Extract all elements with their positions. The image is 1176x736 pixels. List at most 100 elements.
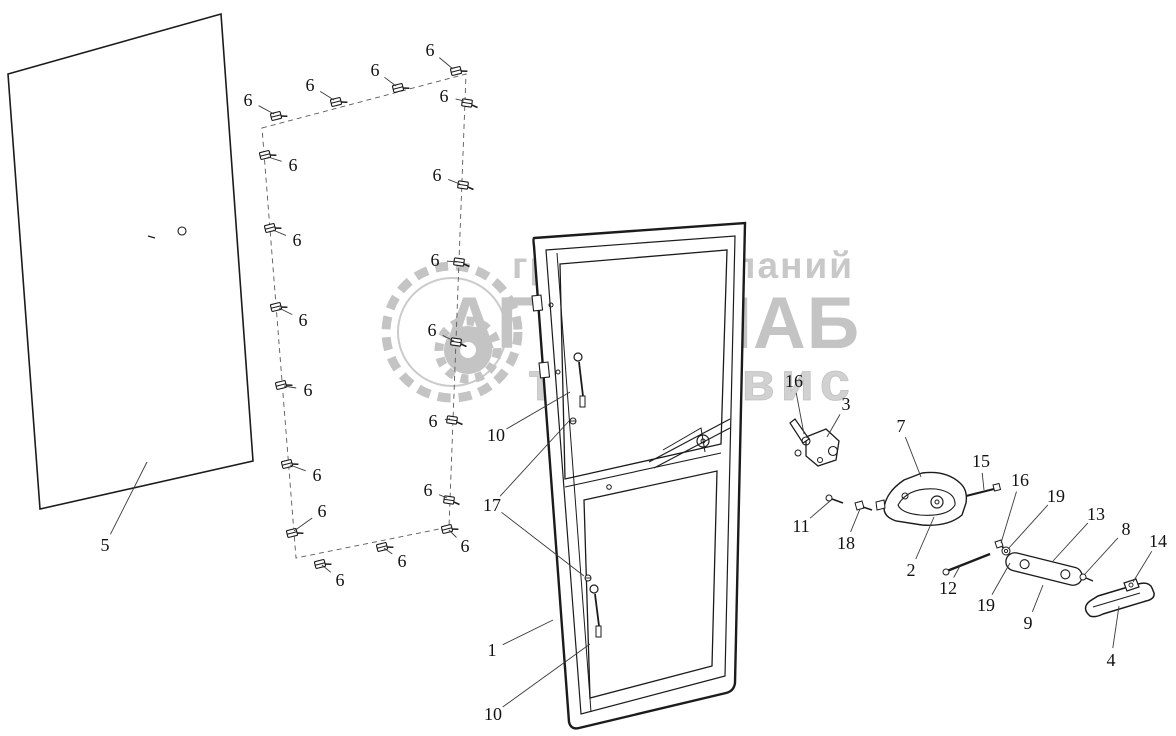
callout: 6 (244, 90, 275, 115)
lock-pivot (801, 436, 811, 446)
leader-line (267, 156, 282, 162)
callout: 11 (792, 500, 831, 536)
callout-label: 19 (977, 595, 995, 615)
door-mid-rail (564, 452, 722, 488)
window-corner-bracket (648, 418, 731, 469)
leader-line (455, 98, 465, 102)
callout-label: 2 (907, 560, 916, 580)
callout-label: 5 (101, 535, 110, 555)
leader-line (278, 307, 293, 316)
callout-label: 6 (424, 480, 433, 500)
callout: 6 (267, 155, 298, 175)
leader-line (991, 562, 1011, 595)
leader-line (915, 516, 935, 560)
callout-label: 6 (461, 536, 470, 556)
screw-icon (274, 378, 294, 391)
door-hinge (538, 361, 561, 379)
leader-line (258, 105, 275, 115)
callout: 10 (487, 391, 571, 445)
callout: 2 (907, 516, 935, 580)
leader-line (448, 529, 457, 538)
leader-line (809, 500, 831, 519)
callout: 6 (278, 307, 308, 330)
latch-plate-13 (1005, 552, 1083, 586)
callout-label: 10 (484, 704, 502, 724)
callout-label: 6 (318, 501, 327, 521)
callout-label: 6 (426, 40, 435, 60)
screw-layout (258, 64, 480, 570)
callout-label: 11 (792, 516, 809, 536)
screw-icon (258, 148, 278, 161)
bracket-tab (875, 499, 886, 511)
callout-label: 1 (488, 640, 497, 660)
screw-icon (460, 98, 480, 109)
door-hinge-stile (556, 252, 592, 713)
leader-line (795, 392, 805, 435)
callout: 6 (431, 250, 458, 270)
leader-line (289, 464, 306, 472)
callout: 5 (101, 461, 148, 555)
lock-fastener (794, 449, 802, 457)
leader-line (826, 414, 841, 438)
screw-icon (452, 257, 472, 268)
screw-icon (285, 526, 305, 539)
leader-line (272, 229, 287, 236)
lock-lever (789, 418, 810, 444)
callout-label: 12 (939, 578, 957, 598)
screw-icon (269, 300, 289, 313)
leader-line (321, 564, 332, 573)
bracket-shaft-hole (930, 495, 944, 509)
callout: 17 (483, 420, 585, 577)
handle-body (1084, 582, 1155, 618)
callout: 1 (488, 619, 554, 660)
callout-label: 4 (1107, 650, 1116, 670)
screw-icon (440, 522, 460, 535)
leader-line (502, 643, 591, 708)
door-window-opening (559, 249, 728, 480)
screw-icon (313, 557, 333, 570)
callout: 6 (433, 165, 461, 185)
door-handle (1084, 578, 1155, 618)
stile-screw (569, 417, 577, 425)
leader-line (502, 619, 554, 646)
rod-12 (942, 552, 991, 576)
callout-label: 6 (429, 411, 438, 431)
screw-icon (456, 180, 476, 191)
leader-line (1052, 522, 1089, 562)
leader-line (981, 472, 985, 491)
leader-line (319, 91, 335, 101)
callout: 13 (1052, 504, 1105, 562)
screw-icon (263, 221, 283, 234)
lock-body (805, 428, 840, 467)
handle-stub-14 (1123, 578, 1140, 592)
pin-8 (1079, 573, 1094, 582)
latch-plate-assembly (942, 539, 1094, 586)
lower-rod-pin (589, 584, 602, 638)
bolt-18 (854, 500, 873, 511)
callout-label: 6 (313, 465, 322, 485)
callout-label: 3 (842, 394, 851, 414)
callout-label: 6 (306, 75, 315, 95)
callout: 16 (1000, 470, 1029, 544)
callout-label: 6 (289, 155, 298, 175)
callout-label: 17 (483, 495, 501, 515)
leader-line (438, 494, 448, 499)
callout: 19 (977, 562, 1011, 615)
callout: 6 (448, 529, 470, 556)
screw-15 (965, 482, 1002, 497)
callout-label: 13 (1087, 504, 1105, 524)
leader-line (499, 420, 570, 497)
door-panel (531, 221, 747, 730)
callout: 7 (897, 416, 922, 478)
callout-label: 10 (487, 425, 505, 445)
door-lower-panel (583, 470, 718, 699)
screw-icon (269, 109, 289, 122)
stile-screw (584, 574, 592, 582)
callout: 6 (272, 229, 302, 250)
callout-label: 9 (1024, 613, 1033, 633)
glass-panel-outline (7, 12, 254, 510)
screw-icon (329, 95, 349, 108)
leader-line (1031, 584, 1044, 612)
callout-label: 6 (244, 90, 253, 110)
leader-line (1000, 491, 1017, 544)
